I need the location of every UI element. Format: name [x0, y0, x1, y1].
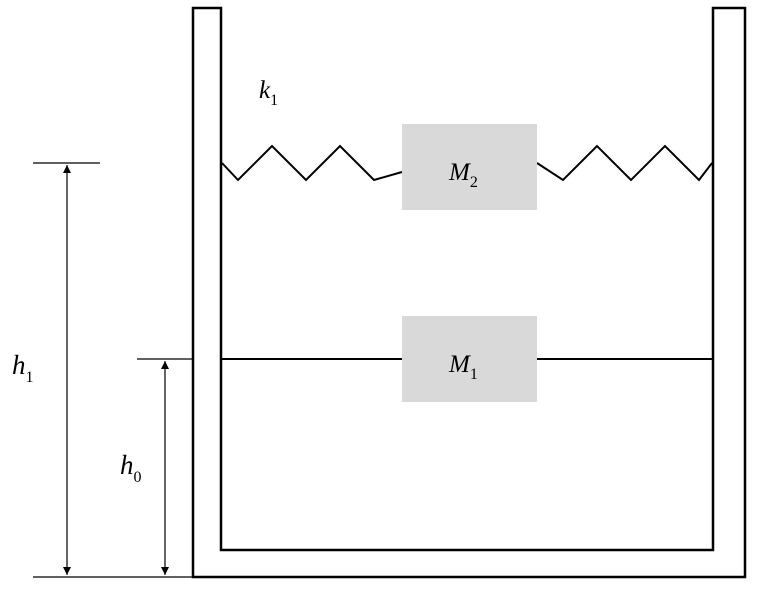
spring-constant-label: k1 [259, 77, 278, 109]
mass-m2-label: M2 [448, 159, 478, 191]
mass-m1-block [402, 316, 537, 402]
h1-label: h1 [12, 350, 34, 386]
spring-left [221, 144, 403, 182]
mass-m2-block [402, 124, 537, 210]
container-outline [191, 6, 747, 579]
spring-right [536, 144, 713, 182]
h0-label: h0 [120, 450, 142, 486]
mass-m1-label: M1 [448, 351, 478, 383]
